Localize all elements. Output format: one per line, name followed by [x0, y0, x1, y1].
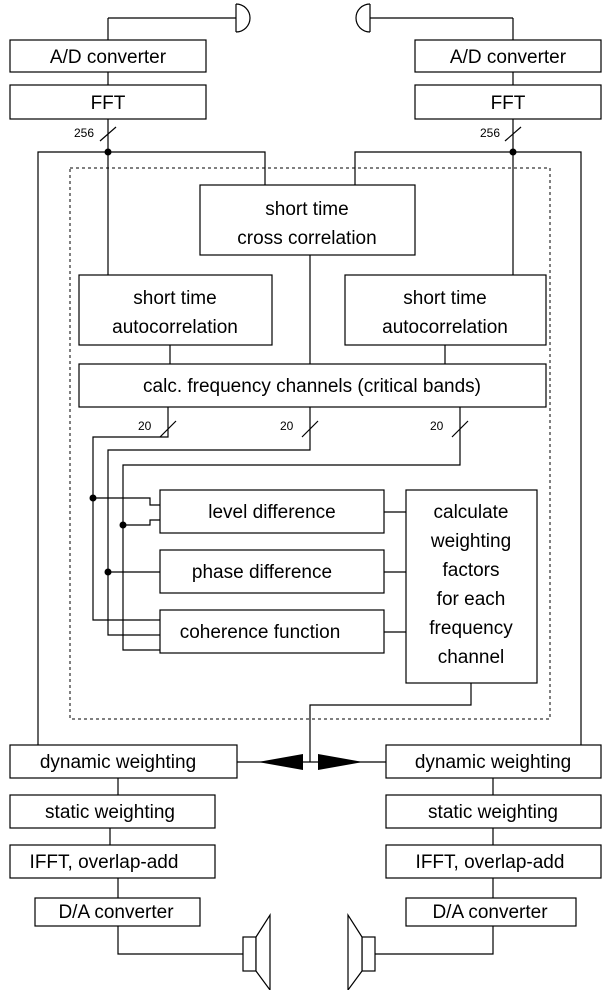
- right-da-converter-box: [405, 897, 577, 927]
- right-loudspeaker-icon: [347, 912, 376, 990]
- tap-dot-1: [89, 494, 97, 502]
- frequency-channels-label: calc. frequency channels (critical bands…: [143, 376, 481, 397]
- coherence-function-label: coherence function: [180, 622, 341, 643]
- right-autocorrelation-label-2: autocorrelation: [382, 317, 508, 338]
- right-dynamic-weighting-label: dynamic weighting: [415, 752, 571, 773]
- right-autocorrelation-box: [344, 274, 547, 346]
- arrow-right-icon: [318, 754, 363, 770]
- bus-width-1: 20: [138, 419, 152, 433]
- left-loudspeaker-icon: [242, 912, 271, 990]
- left-autocorrelation-label-1: short time: [133, 288, 216, 309]
- weighting-factors-line-6: channel: [438, 647, 505, 668]
- right-ad-converter-label: A/D converter: [450, 47, 567, 68]
- level-difference-label: level difference: [208, 502, 335, 523]
- phase-difference-label: phase difference: [192, 562, 332, 583]
- left-ifft-box: [9, 844, 216, 879]
- weighting-factors-line-2: weighting: [430, 531, 511, 552]
- right-autocorrelation-label-1: short time: [403, 288, 486, 309]
- left-bus-width: 256: [74, 126, 94, 140]
- tap-dot-3: [104, 568, 112, 576]
- right-ad-converter-box: [414, 39, 602, 73]
- analysis-frame: [69, 167, 551, 720]
- left-dynamic-weighting-label: dynamic weighting: [40, 752, 196, 773]
- left-static-weighting-label: static weighting: [45, 802, 175, 823]
- left-da-converter-label: D/A converter: [58, 902, 174, 923]
- weighting-factors-line-3: factors: [442, 560, 499, 581]
- left-fft-label: FFT: [91, 93, 126, 114]
- left-autocorrelation-box: [78, 274, 273, 346]
- weighting-factors-line-4: for each: [437, 589, 506, 610]
- phase-difference-box: [159, 549, 385, 594]
- right-static-weighting-label: static weighting: [428, 802, 558, 823]
- right-static-weighting-box: [385, 794, 602, 829]
- right-microphone-icon: [355, 3, 513, 33]
- cross-correlation-label-1: short time: [265, 199, 348, 220]
- tap-dot-2: [119, 521, 127, 529]
- right-fft-box: [414, 84, 602, 120]
- weighting-factors-line-5: frequency: [429, 618, 513, 639]
- weighting-factors-line-1: calculate: [434, 502, 509, 523]
- right-ifft-box: [385, 844, 602, 879]
- left-dynamic-weighting-box: [9, 744, 238, 779]
- left-static-weighting-box: [9, 794, 216, 829]
- left-fft-box: [9, 84, 207, 120]
- cross-correlation-label-2: cross correlation: [237, 228, 376, 249]
- bus-width-2: 20: [280, 419, 294, 433]
- right-split-dot: [509, 148, 517, 156]
- bus-width-3: 20: [430, 419, 444, 433]
- left-da-converter-box: [34, 897, 201, 927]
- right-bus-width: 256: [480, 126, 500, 140]
- right-dynamic-weighting-box: [385, 744, 602, 779]
- left-ifft-label: IFFT, overlap-add: [30, 852, 179, 873]
- left-split-dot: [104, 148, 112, 156]
- arrow-left-icon: [258, 754, 303, 770]
- right-da-converter-label: D/A converter: [432, 902, 548, 923]
- level-difference-box: [159, 489, 385, 534]
- left-autocorrelation-label-2: autocorrelation: [112, 317, 238, 338]
- cross-correlation-box: [199, 184, 416, 256]
- weighting-factors-box: [405, 489, 538, 684]
- left-ad-converter-label: A/D converter: [50, 47, 167, 68]
- frequency-channels-box: [78, 363, 547, 408]
- right-fft-label: FFT: [491, 93, 526, 114]
- left-microphone-icon: [108, 3, 251, 33]
- right-ifft-label: IFFT, overlap-add: [416, 852, 565, 873]
